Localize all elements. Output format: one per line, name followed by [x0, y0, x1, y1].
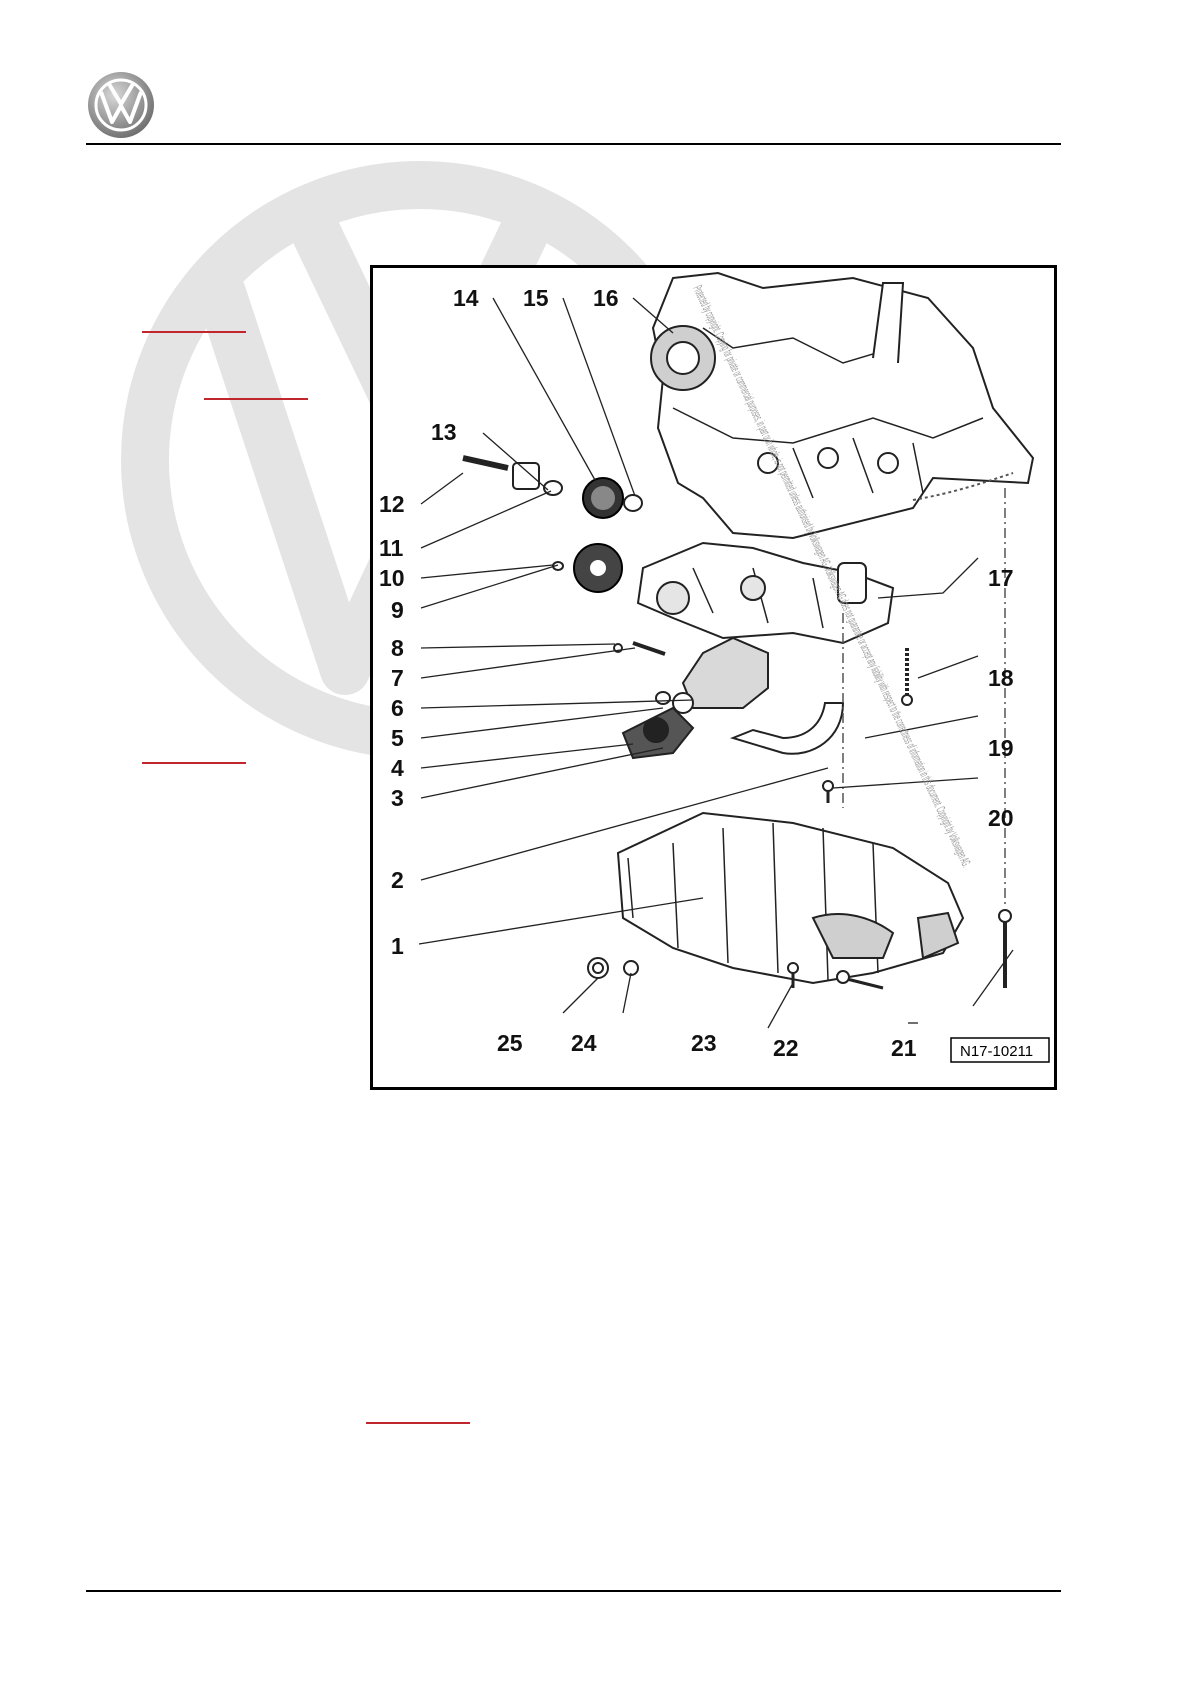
- callout-21: 21: [891, 1035, 917, 1061]
- callout-leader-lines: [418, 297, 1014, 1029]
- callout-6: 6: [391, 695, 404, 721]
- callout-18: 18: [988, 665, 1014, 691]
- link-underline-4[interactable]: [366, 1422, 470, 1424]
- link-underline-2[interactable]: [204, 398, 308, 400]
- exploded-view-figure: 1 2 3 4 5 6 7 8 9 10 11 12 13 14 15 16 1…: [370, 265, 1057, 1090]
- callout-23: 23: [691, 1030, 717, 1056]
- link-underline-1[interactable]: [142, 331, 246, 333]
- callout-20: 20: [988, 805, 1014, 831]
- callout-labels: 1 2 3 4 5 6 7 8 9 10 11 12 13 14 15 16 1…: [379, 285, 1014, 1061]
- callout-15: 15: [523, 285, 549, 311]
- callout-17: 17: [988, 565, 1014, 591]
- callout-2: 2: [391, 867, 404, 893]
- callout-14: 14: [453, 285, 479, 311]
- callout-25: 25: [497, 1030, 523, 1056]
- callout-9: 9: [391, 597, 404, 623]
- callout-19: 19: [988, 735, 1014, 761]
- cylinder-block-drawing: [650, 271, 1035, 540]
- callout-5: 5: [391, 725, 404, 751]
- callout-3: 3: [391, 785, 404, 811]
- callout-16: 16: [593, 285, 619, 311]
- callout-13: 13: [431, 419, 457, 445]
- callout-24: 24: [571, 1030, 597, 1056]
- sprocket-gears-drawing: [462, 455, 671, 705]
- callout-11: 11: [379, 535, 404, 561]
- callout-12: 12: [379, 491, 405, 517]
- figure-drawing: 1 2 3 4 5 6 7 8 9 10 11 12 13 14 15 16 1…: [379, 271, 1050, 1063]
- figure-id-label: N17-10211: [960, 1043, 1033, 1060]
- callout-4: 4: [391, 755, 404, 781]
- callout-1: 1: [391, 933, 404, 959]
- header-rule: [86, 143, 1061, 145]
- fasteners-drawing: [587, 488, 1012, 990]
- callout-8: 8: [391, 635, 404, 661]
- balance-shaft-module-drawing: [636, 541, 895, 645]
- figure-id-box: [950, 1037, 1050, 1063]
- oil-pump-drawing: [621, 636, 769, 760]
- callout-22: 22: [773, 1035, 799, 1061]
- callout-10: 10: [379, 565, 405, 591]
- callout-7: 7: [391, 665, 404, 691]
- oil-pickup-pipe-drawing: [729, 702, 845, 755]
- oil-pan-drawing: [616, 811, 965, 985]
- link-underline-3[interactable]: [142, 762, 246, 764]
- vw-logo-icon: [88, 72, 154, 138]
- footer-rule: [86, 1590, 1061, 1592]
